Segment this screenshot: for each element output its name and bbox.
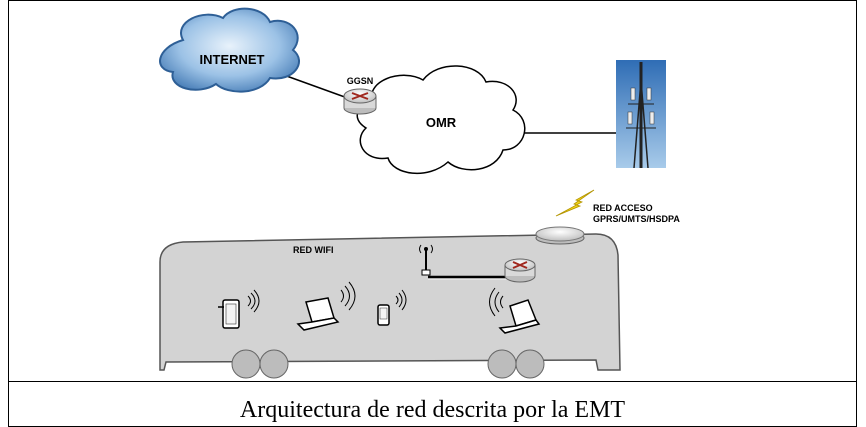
wifi-signal-icon [247, 289, 260, 313]
caption-divider [8, 381, 857, 382]
red-acceso-label: RED ACCESO [593, 203, 653, 213]
wifi-signal-icon [395, 289, 407, 311]
wheel-icon [259, 349, 289, 379]
ggsn-router-icon: GGSN [343, 76, 377, 115]
omr-label: OMR [426, 115, 457, 130]
phone-icon [377, 304, 390, 326]
red-acceso-label-line2: GPRS/UMTS/HSDPA [593, 214, 680, 224]
wheel-icon [487, 349, 517, 379]
omr-cloud: OMR [356, 65, 526, 175]
tablet-icon [218, 299, 240, 329]
wheel-icon [231, 349, 261, 379]
internet-cloud: INTERNET [159, 7, 300, 93]
figure-caption: Arquitectura de red descrita por la EMT [239, 397, 626, 423]
roof-modem-icon [535, 226, 585, 245]
lightning-icon [555, 189, 595, 217]
internet-label: INTERNET [200, 52, 265, 67]
cell-tower-icon [616, 60, 666, 169]
antenna-icon [419, 244, 433, 276]
laptop-icon [296, 297, 340, 331]
bus-router-icon [504, 258, 536, 283]
laptop-icon [498, 299, 541, 334]
ggsn-label: GGSN [347, 76, 374, 86]
wifi-signal-icon [489, 287, 504, 317]
network-diagram: INTERNET OMR GGSN RED ACCESO GPRS/UMTS/H… [159, 7, 680, 379]
wheel-icon [515, 349, 545, 379]
wifi-signal-icon [340, 281, 356, 311]
red-wifi-label: RED WIFI [293, 245, 334, 255]
